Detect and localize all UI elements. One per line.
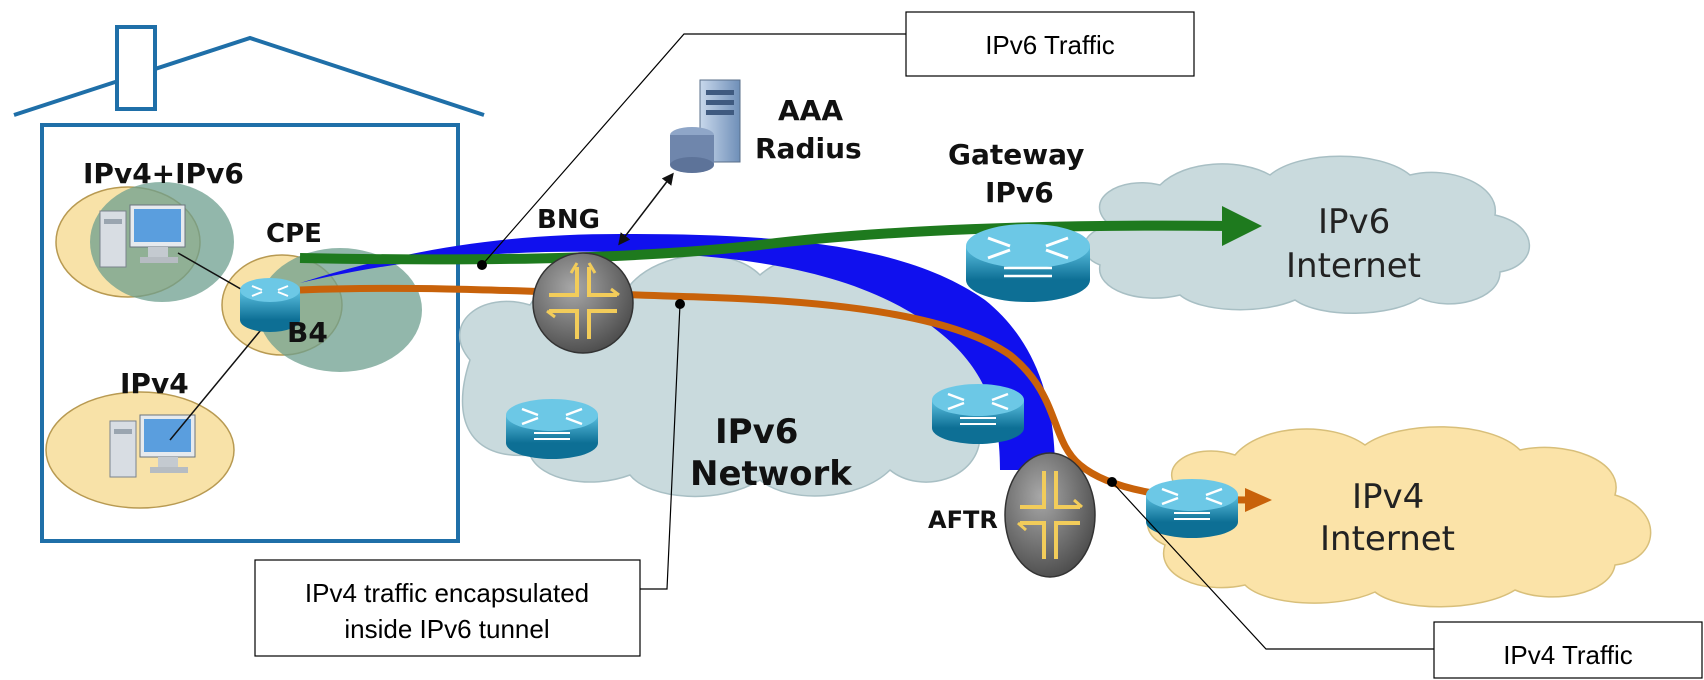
ipv4-host-label: IPv4 <box>120 367 189 400</box>
bng-router-icon <box>532 252 634 354</box>
ipv6-internet-label-1: IPv6 <box>1318 202 1390 242</box>
ipv6-network-label-2: Network <box>690 454 853 494</box>
ipv4-traffic-text: IPv4 Traffic <box>1503 640 1633 670</box>
router-icon <box>932 384 1024 444</box>
router-icon <box>1146 479 1238 538</box>
ipv6-internet-cloud <box>1083 155 1531 314</box>
server-icon <box>670 79 741 173</box>
desktop-computer-icon <box>109 414 196 478</box>
router-icon <box>506 399 598 459</box>
b4-label: B4 <box>287 316 328 349</box>
ipv6-flow <box>299 220 1231 265</box>
ipv4-internet-cloud <box>1146 426 1652 608</box>
ipv6-internet-label-2: Internet <box>1286 246 1421 286</box>
ipv4-tunnel-text-1: IPv4 traffic encapsulated <box>305 578 589 608</box>
host-link <box>169 324 266 441</box>
ipv4-flow-arrowhead <box>1245 488 1272 512</box>
aaa-label: AAA <box>778 94 843 127</box>
ipv4-flow <box>299 284 1251 504</box>
leader-dot <box>477 260 487 270</box>
ipv6-traffic-leader <box>481 33 906 266</box>
aaa-link <box>618 172 674 246</box>
ipv4-internet-label-1: IPv4 <box>1352 477 1424 517</box>
router-icon <box>240 278 300 332</box>
ipv4-internet-label-2: Internet <box>1320 519 1455 559</box>
leader-dot <box>1107 477 1117 487</box>
dual-stack-host-label: IPv4+IPv6 <box>83 157 244 190</box>
bng-label: BNG <box>537 205 600 235</box>
cpe-label: CPE <box>266 219 322 249</box>
aftr-router-icon <box>1004 452 1096 578</box>
router-icon <box>966 224 1090 302</box>
aftr-label: AFTR <box>928 506 998 534</box>
ipv4-traffic-callout <box>1433 621 1703 679</box>
leader-dot <box>675 299 685 309</box>
gateway-label: Gateway <box>948 138 1084 171</box>
radius-label: Radius <box>755 132 862 165</box>
gateway-ipv6-label: IPv6 <box>985 176 1054 209</box>
ipv4-tunnel-leader <box>640 303 681 590</box>
home-network-house <box>13 25 485 543</box>
ipv4-traffic-leader <box>1111 481 1434 650</box>
ipv6-flow-arrowhead <box>1222 206 1262 246</box>
ipv6-network-label-1: IPv6 <box>715 412 798 452</box>
ipv6-traffic-text: IPv6 Traffic <box>985 30 1115 60</box>
ipv6-traffic-callout <box>905 11 1195 77</box>
ipv4-tunnel-callout <box>254 559 641 657</box>
cpe-shade <box>258 248 422 372</box>
ipv4-tunnel-text-2: inside IPv6 tunnel <box>344 614 549 644</box>
chimney <box>115 25 157 111</box>
desktop-computer-icon <box>99 204 186 268</box>
